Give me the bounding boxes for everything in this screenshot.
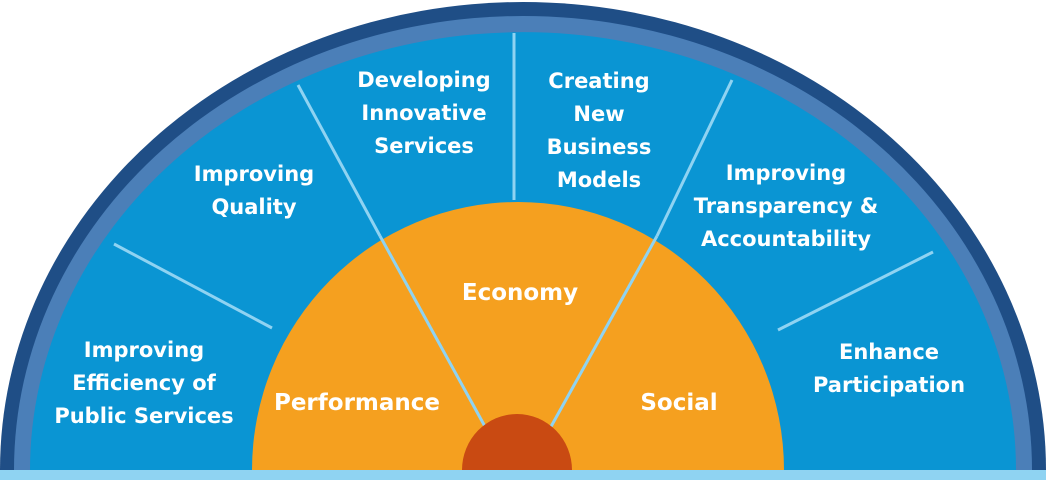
segment-dividers [113,33,934,332]
segment-label-improving-quality: Improving Quality [194,162,314,219]
divider-4 [655,79,734,237]
divider-5 [777,250,934,332]
svg-text:New: New [573,102,624,126]
core-divider-left [378,235,490,433]
svg-text:Developing: Developing [357,68,490,92]
svg-text:Improving: Improving [84,338,204,362]
svg-text:Improving: Improving [194,162,314,186]
svg-text:Quality: Quality [211,195,296,219]
core-label-performance: Performance [274,390,440,416]
svg-text:Creating: Creating [548,69,649,93]
svg-text:Innovative: Innovative [361,101,486,125]
svg-text:Models: Models [557,168,641,192]
hub [462,414,572,470]
base-band [0,470,1046,480]
divider-1 [113,242,273,330]
segment-label-developing-services: Developing Innovative Services [357,68,490,158]
segment-label-enhance-participation: Enhance Participation [813,340,965,397]
core-area [252,202,784,470]
segment-label-improving-efficiency: Improving Efficiency of Public Services [54,338,233,428]
divider-2 [296,84,382,237]
svg-text:Transparency &: Transparency & [694,194,879,218]
core-label-economy: Economy [462,280,578,306]
segment-label-transparency-accountability: Improving Transparency & Accountability [694,161,879,251]
svg-text:Enhance: Enhance [839,340,939,364]
svg-text:Public Services: Public Services [54,404,233,428]
svg-text:Accountability: Accountability [701,227,871,251]
svg-text:Business: Business [547,135,652,159]
svg-text:Participation: Participation [813,373,965,397]
segment-label-creating-business-models: Creating New Business Models [547,69,652,192]
core-label-social: Social [640,390,717,416]
core-divider-right [546,235,659,433]
core-dividers [378,235,659,433]
svg-text:Improving: Improving [726,161,846,185]
svg-text:Services: Services [374,134,474,158]
svg-text:Efficiency of: Efficiency of [72,371,216,395]
